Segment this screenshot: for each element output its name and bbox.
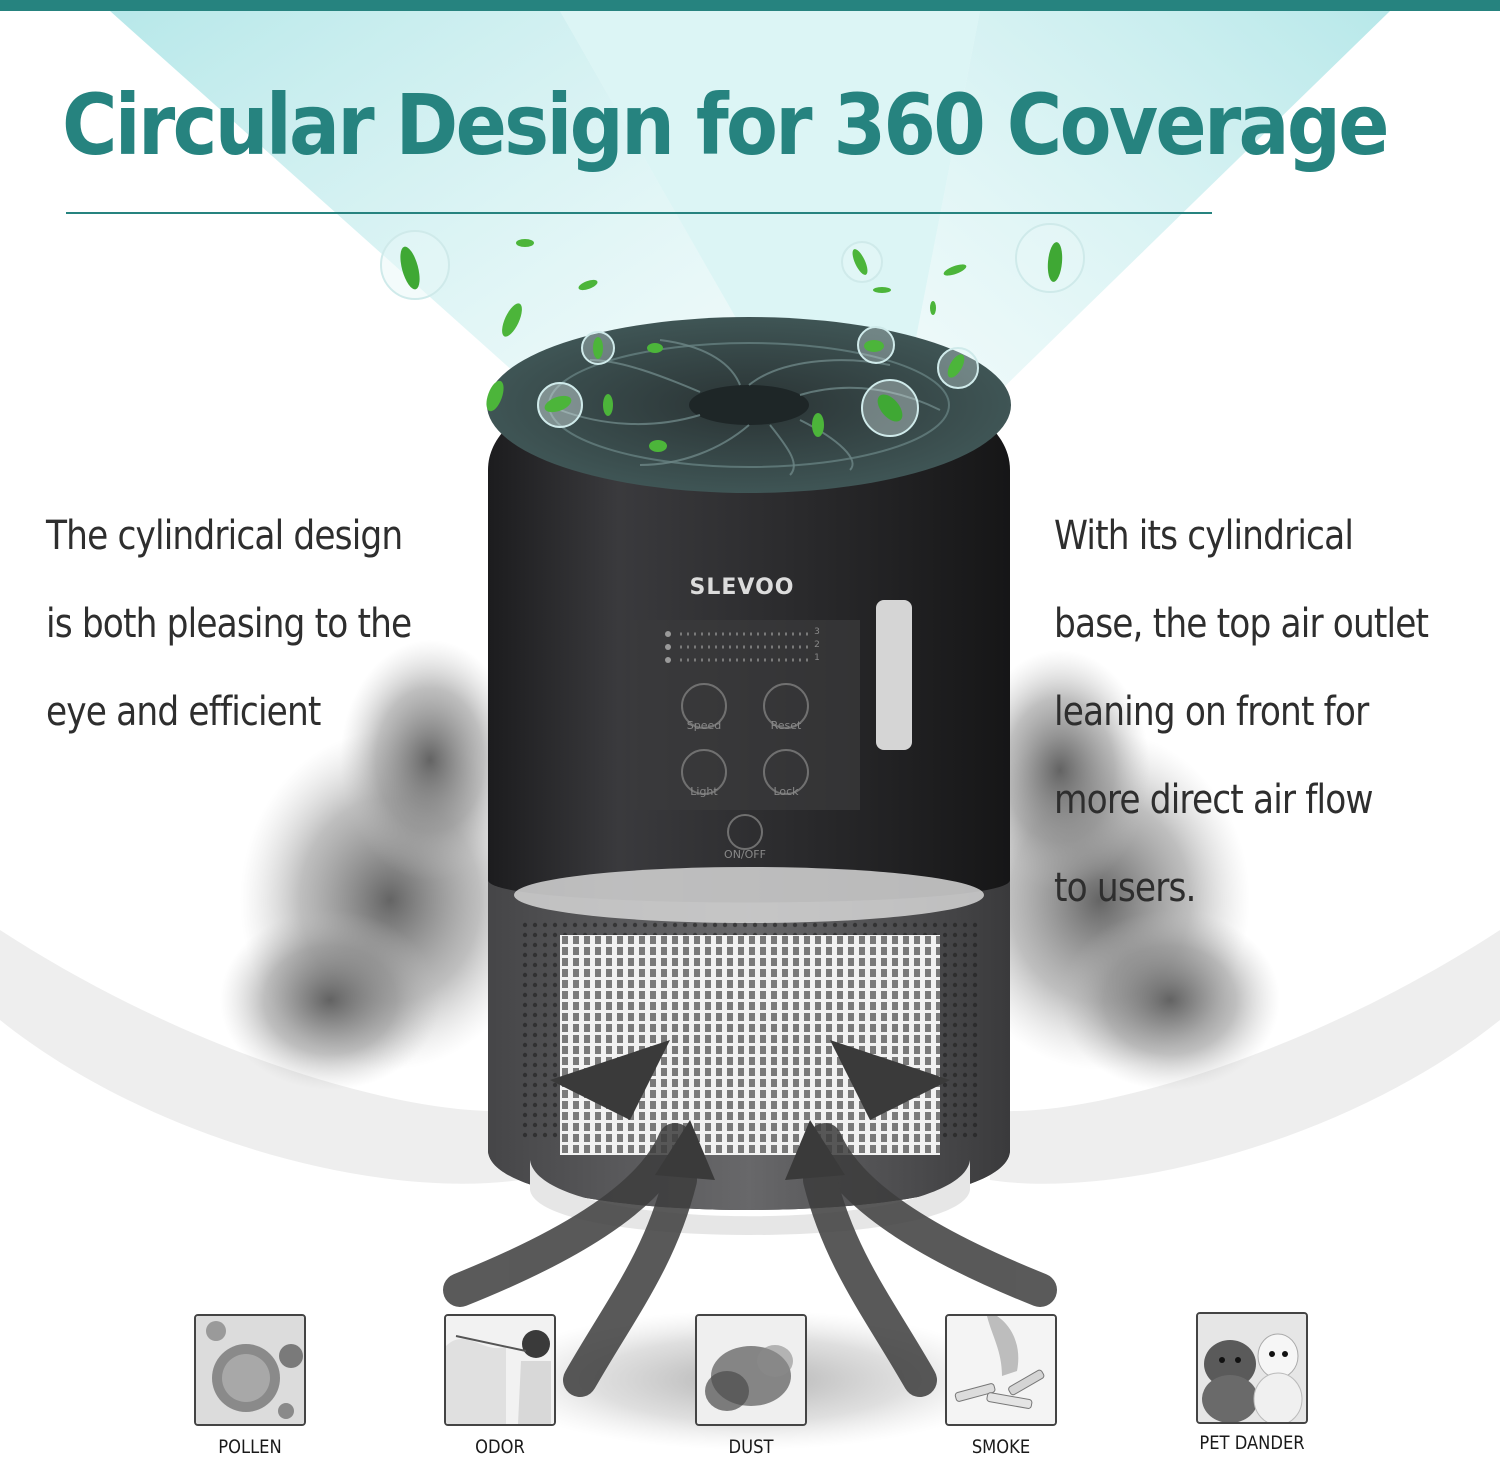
category-label: PET DANDER: [1199, 1432, 1305, 1454]
top-accent-bar: [0, 0, 1500, 11]
speed-level-label: 2: [814, 640, 820, 650]
power-button-label: ON/OFF: [724, 848, 766, 861]
reset-button-label: Reset: [770, 719, 802, 732]
title-divider: [66, 212, 1212, 214]
lock-button-label: Lock: [773, 785, 799, 798]
dust-icon: [695, 1314, 807, 1426]
category-label: POLLEN: [218, 1436, 282, 1458]
category-smoke: SMOKE: [945, 1314, 1057, 1459]
category-label: ODOR: [475, 1436, 525, 1458]
category-pet-dander: PET DANDER: [1196, 1312, 1308, 1459]
speed-button-label: Speed: [686, 719, 722, 732]
right-description-line: more direct air flow: [1054, 777, 1374, 823]
light-button-label: Light: [690, 785, 718, 798]
speed-level-label: 3: [814, 627, 820, 637]
category-pollen: POLLEN: [194, 1314, 306, 1459]
pollen-icon: [194, 1314, 306, 1426]
page-title: Circular Design for 360 Coverage: [62, 76, 1390, 174]
right-description-line: leaning on front for: [1054, 689, 1369, 735]
category-label: SMOKE: [971, 1436, 1031, 1458]
left-description-line: eye and efficient: [46, 689, 321, 735]
category-odor: ODOR: [444, 1314, 556, 1459]
category-dust: DUST: [695, 1314, 807, 1459]
speed-level-label: 1: [814, 653, 820, 663]
right-description: With its cylindrical base, the top air o…: [1054, 492, 1500, 932]
left-description-line: is both pleasing to the: [46, 601, 412, 647]
brand-logo: SLEVOO: [689, 575, 795, 600]
right-description-line: With its cylindrical: [1054, 513, 1354, 559]
right-description-line: base, the top air outlet: [1054, 601, 1429, 647]
right-description-line: to users.: [1054, 865, 1196, 911]
pet-dander-icon: [1196, 1312, 1308, 1424]
left-description: The cylindrical design is both pleasing …: [46, 492, 476, 756]
category-label: DUST: [728, 1436, 774, 1458]
left-description-line: The cylindrical design: [46, 513, 403, 559]
odor-icon: [444, 1314, 556, 1426]
smoke-icon: [945, 1314, 1057, 1426]
